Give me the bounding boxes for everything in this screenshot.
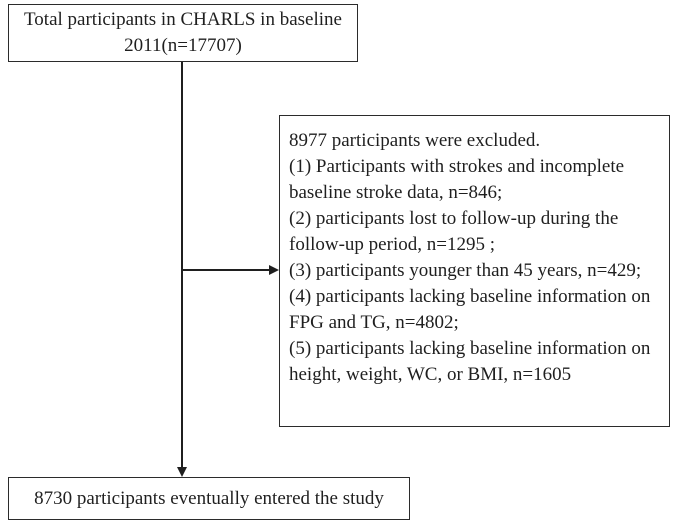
- total-participants-box: Total participants in CHARLS in baseline…: [8, 4, 358, 62]
- exclusion-summary-line: 8977 participants were excluded.: [289, 130, 541, 151]
- total-participants-line-2: 2011(n=17707): [124, 35, 242, 56]
- exclusion-item-4-line-1: (4) participants lacking baseline inform…: [289, 286, 651, 307]
- connector-horizontal-line: [181, 269, 270, 271]
- final-sample-text: 8730 participants eventually entered the…: [34, 487, 384, 509]
- exclusion-item-2-line-1: (2) participants lost to follow-up durin…: [289, 208, 619, 229]
- exclusion-item-5-line-2: height, weight, WC, or BMI, n=1605: [289, 364, 572, 385]
- arrowhead-right-icon: [269, 265, 279, 275]
- exclusion-item-4-line-2: FPG and TG, n=4802;: [289, 312, 459, 333]
- connector-vertical-line: [181, 62, 183, 468]
- final-sample-box: 8730 participants eventually entered the…: [8, 477, 410, 520]
- exclusion-box: 8977 participants were excluded. (1) Par…: [279, 115, 670, 427]
- exclusion-item-5-line-1: (5) participants lacking baseline inform…: [289, 338, 651, 359]
- total-participants-line-1: Total participants in CHARLS in baseline: [24, 9, 342, 30]
- exclusion-item-1-line-1: (1) Participants with strokes and incomp…: [289, 156, 625, 177]
- exclusion-item-2-line-2: follow-up period, n=1295 ;: [289, 234, 495, 255]
- arrowhead-down-icon: [177, 467, 187, 477]
- exclusion-item-3-line-1: (3) participants younger than 45 years, …: [289, 260, 642, 281]
- exclusion-item-1-line-2: baseline stroke data, n=846;: [289, 182, 503, 203]
